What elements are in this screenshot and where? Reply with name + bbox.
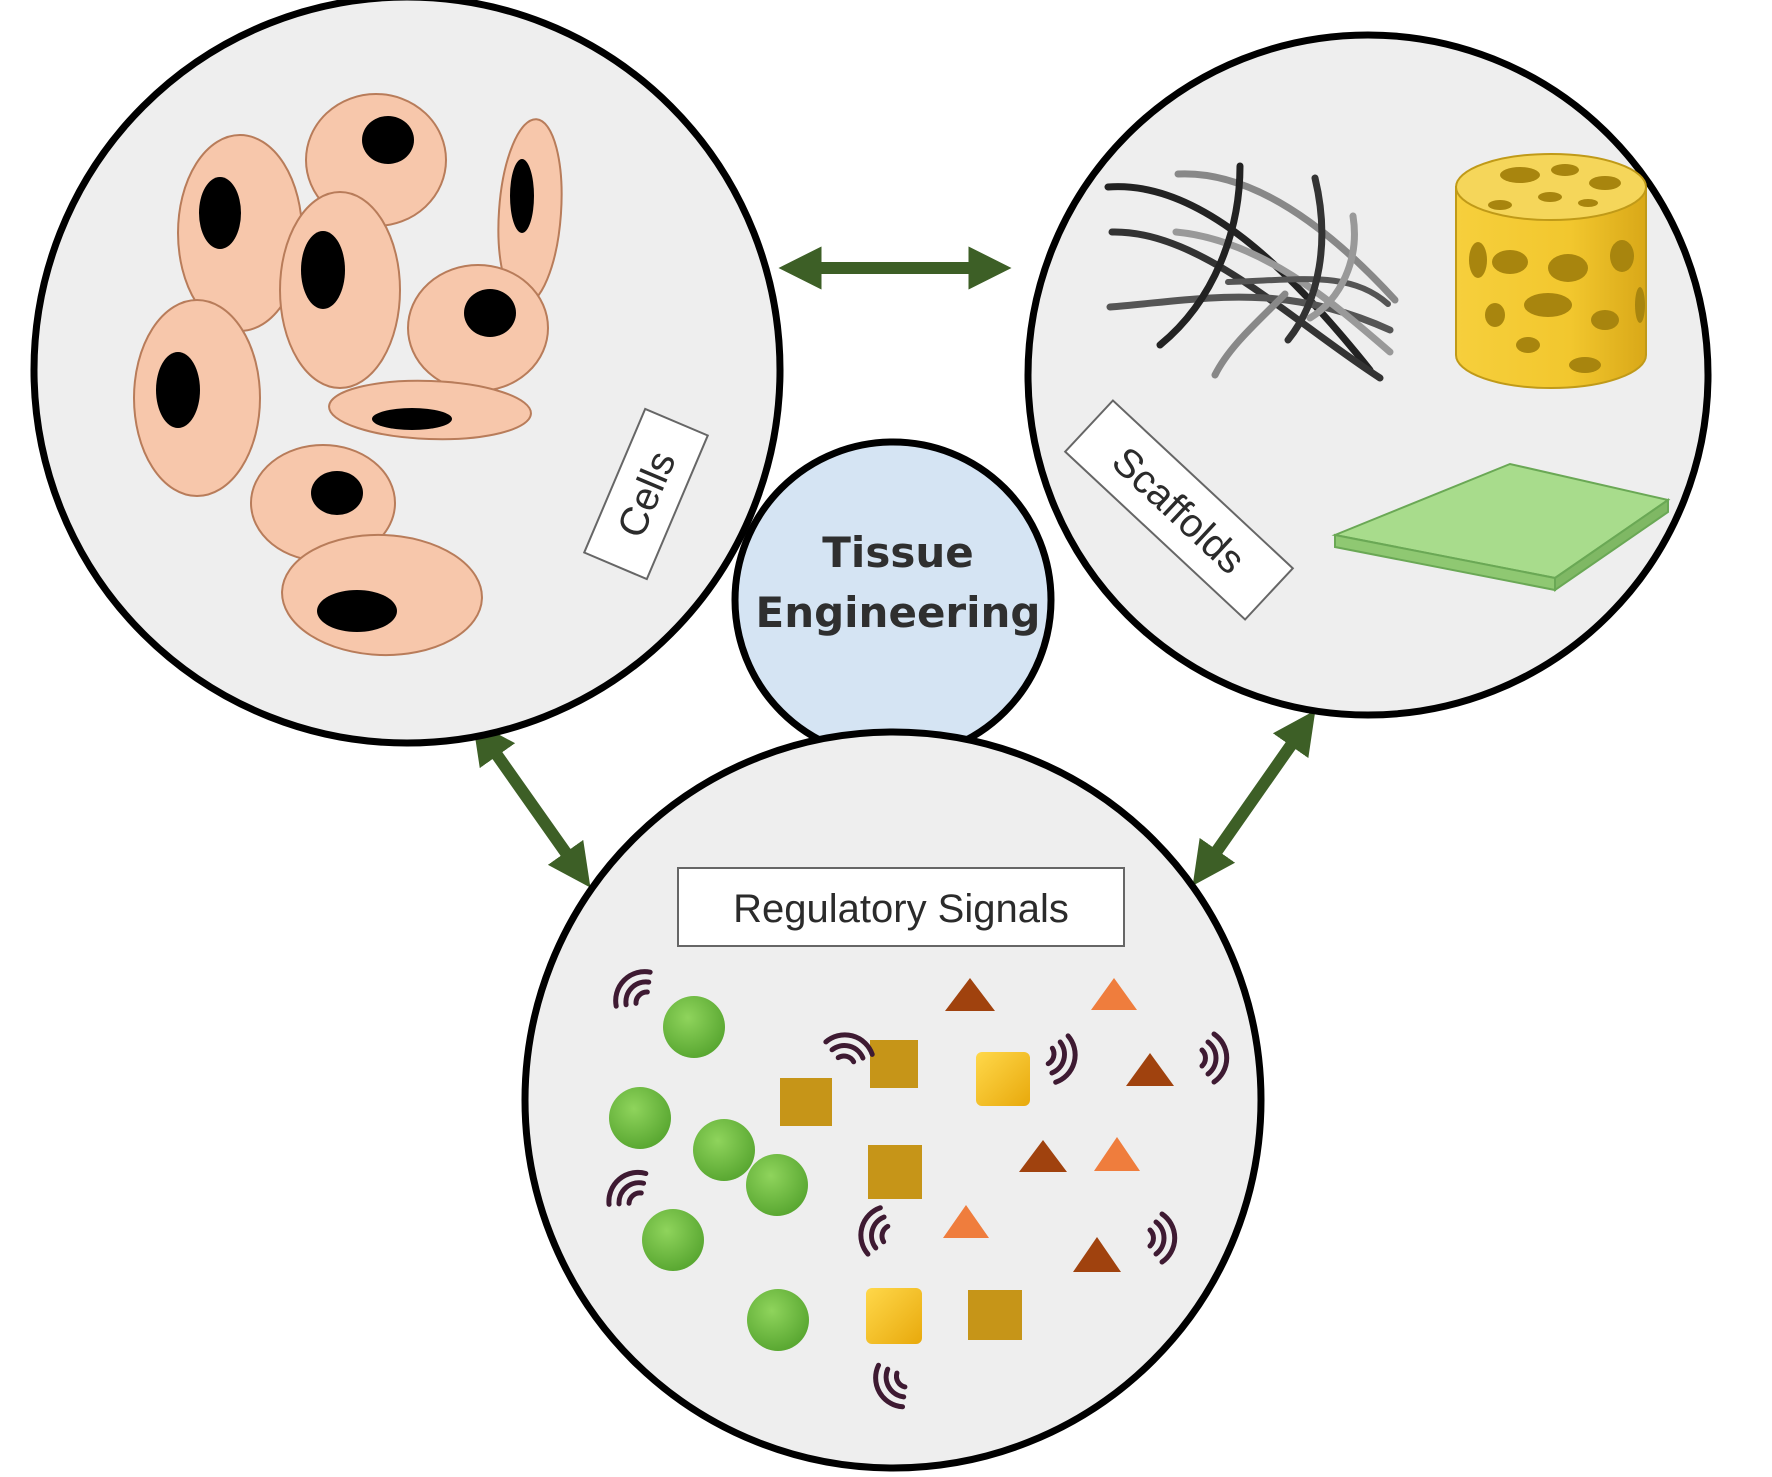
arrow-scaffolds-signals: [1192, 710, 1316, 886]
triangles: [943, 978, 1174, 1272]
cell-icon: [407, 264, 549, 392]
signal-wave-icon: [823, 1032, 875, 1065]
cell-icon: [177, 134, 303, 332]
cell-cluster: [133, 93, 563, 657]
center-title-line1: Tissue: [822, 528, 973, 577]
signal-wave-icon: [1199, 1031, 1230, 1085]
sphere-icon: [693, 1119, 755, 1181]
signals-label-box: Regulatory Signals: [677, 867, 1125, 947]
cells-label-box: Cells: [582, 407, 710, 581]
square-icon: [976, 1052, 1030, 1106]
cell-icon: [497, 118, 563, 306]
triangle-icon: [943, 1205, 989, 1238]
signals-panel: Regulatory Signals: [521, 728, 1265, 1472]
center-node: Tissue Engineering: [731, 438, 1055, 762]
triangle-icon: [1073, 1237, 1121, 1272]
sphere-icon: [609, 1087, 671, 1149]
cell-icon: [281, 533, 483, 657]
arrow-cells-signals: [472, 720, 591, 888]
triangle-icon: [1019, 1140, 1067, 1172]
porous-cylinder-icon: [1455, 153, 1647, 389]
sphere-icon: [747, 1289, 809, 1351]
triangle-icon: [1094, 1137, 1140, 1171]
cell-icon: [328, 379, 532, 441]
square-icon: [780, 1078, 832, 1126]
triangle-icon: [945, 978, 995, 1011]
triangle-icon: [1126, 1053, 1174, 1086]
signals-label: Regulatory Signals: [733, 887, 1069, 931]
cell-icon: [133, 299, 261, 497]
cell-icon: [279, 191, 401, 389]
fiber-mesh-icon: [1104, 162, 1399, 382]
signal-wave-icon: [858, 1205, 891, 1257]
flat-sheet-icon: [1331, 462, 1671, 592]
signal-wave-icon: [1045, 1033, 1078, 1085]
signal-wave-icon: [613, 969, 653, 1009]
cell-icon: [250, 444, 396, 562]
center-title-line2: Engineering: [756, 588, 1041, 637]
square-icon: [870, 1040, 918, 1088]
sphere-icon: [663, 996, 725, 1058]
cells-panel: Cells: [30, 0, 784, 747]
sphere-icon: [746, 1154, 808, 1216]
gold-squares: [780, 1040, 1030, 1344]
square-icon: [866, 1288, 922, 1344]
square-icon: [968, 1290, 1022, 1340]
signal-wave-icon: [606, 1169, 649, 1207]
green-spheres: [609, 996, 809, 1351]
signal-wave-icon: [873, 1362, 908, 1410]
signal-wave-icon: [1147, 1211, 1178, 1265]
sphere-icon: [642, 1209, 704, 1271]
signal-waves: [606, 969, 1230, 1410]
scaffolds-panel: Scaffolds: [1024, 31, 1712, 719]
triangle-icon: [1091, 978, 1137, 1010]
connection-arrows: [472, 246, 1316, 888]
square-icon: [868, 1145, 922, 1199]
